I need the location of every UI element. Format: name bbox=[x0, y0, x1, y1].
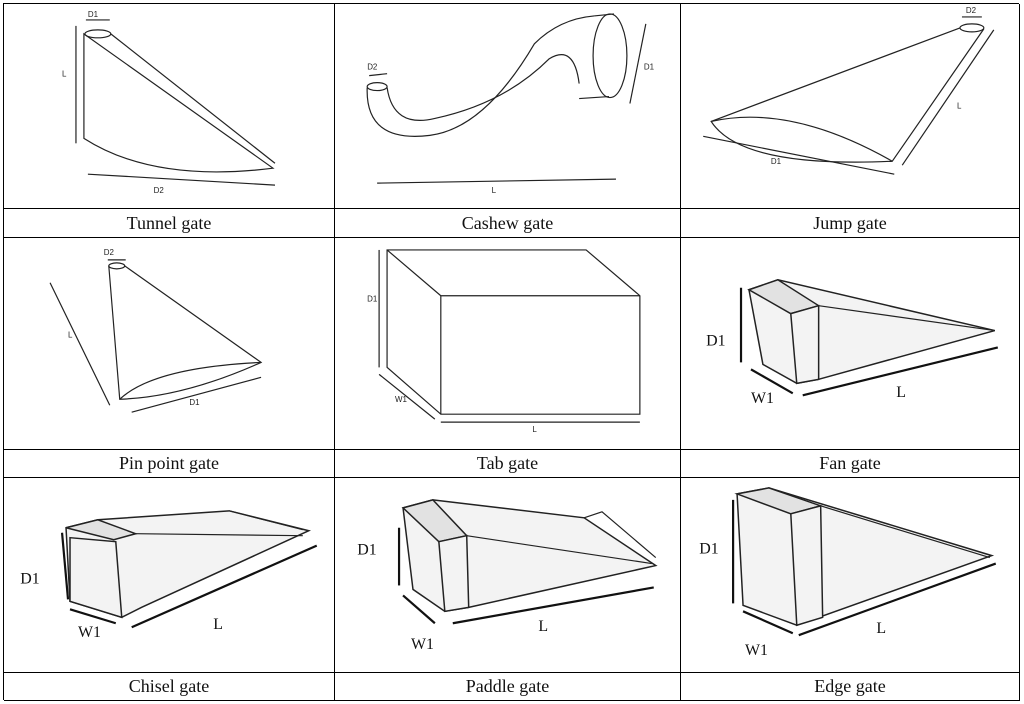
paddle-gate-figure: D1 W1 L bbox=[335, 478, 681, 673]
fan-gate-drawing: D1 W1 L bbox=[706, 278, 999, 407]
fan-w1-label: W1 bbox=[751, 390, 774, 407]
tab-gate-drawing: D1 W1 L bbox=[367, 249, 641, 434]
jump-l-label: L bbox=[957, 101, 962, 110]
edge-l-label: L bbox=[876, 620, 886, 637]
tunnel-gate-figure: D1 L D2 bbox=[4, 4, 335, 209]
cashew-d2-label: D2 bbox=[367, 63, 378, 72]
tab-gate-caption: Tab gate bbox=[335, 450, 681, 478]
paddle-l-label: L bbox=[538, 618, 548, 635]
cashew-gate-figure: D2 D1 L bbox=[335, 4, 681, 209]
paddle-gate-caption: Paddle gate bbox=[335, 673, 681, 701]
fan-d1-label: D1 bbox=[706, 332, 725, 349]
tunnel-gate-drawing: D1 L D2 bbox=[62, 10, 276, 195]
pin-point-gate-caption: Pin point gate bbox=[4, 450, 335, 478]
pin-point-d2-label: D2 bbox=[104, 248, 115, 257]
tunnel-d1-label: D1 bbox=[88, 10, 99, 19]
jump-gate-drawing: D2 L D1 bbox=[703, 6, 995, 175]
jump-d1-label: D1 bbox=[771, 157, 782, 166]
paddle-w1-label: W1 bbox=[411, 636, 434, 653]
tunnel-d2-label: D2 bbox=[154, 186, 165, 195]
chisel-gate-figure: D1 W1 L bbox=[4, 478, 335, 673]
tunnel-gate-caption: Tunnel gate bbox=[4, 209, 335, 238]
edge-gate-drawing: D1 W1 L bbox=[699, 487, 997, 659]
cashew-gate-drawing: D2 D1 L bbox=[366, 13, 655, 195]
edge-gate-figure: D1 W1 L bbox=[681, 478, 1020, 673]
tab-l-label: L bbox=[532, 425, 537, 434]
chisel-gate-caption: Chisel gate bbox=[4, 673, 335, 701]
edge-gate-caption: Edge gate bbox=[681, 673, 1020, 701]
gate-types-table: D1 L D2 D2 D1 L D2 L bbox=[3, 3, 1020, 701]
edge-w1-label: W1 bbox=[745, 642, 768, 659]
chisel-d1-label: D1 bbox=[20, 570, 39, 587]
pin-point-l-label: L bbox=[68, 331, 73, 340]
jump-d2-label: D2 bbox=[966, 6, 977, 15]
jump-gate-caption: Jump gate bbox=[681, 209, 1020, 238]
fan-gate-caption: Fan gate bbox=[681, 450, 1020, 478]
chisel-w1-label: W1 bbox=[78, 624, 101, 641]
tunnel-l-label: L bbox=[62, 70, 67, 79]
fan-gate-figure: D1 W1 L bbox=[681, 238, 1020, 450]
pin-point-gate-figure: D2 L D1 bbox=[4, 238, 335, 450]
jump-gate-figure: D2 L D1 bbox=[681, 4, 1020, 209]
cashew-gate-caption: Cashew gate bbox=[335, 209, 681, 238]
tab-gate-figure: D1 W1 L bbox=[335, 238, 681, 450]
cashew-d1-label: D1 bbox=[644, 63, 655, 72]
fan-l-label: L bbox=[896, 384, 906, 401]
tab-w1-label: W1 bbox=[395, 395, 408, 404]
chisel-gate-drawing: D1 W1 L bbox=[20, 510, 318, 641]
cashew-l-label: L bbox=[492, 186, 497, 195]
pin-point-gate-drawing: D2 L D1 bbox=[49, 248, 263, 413]
edge-d1-label: D1 bbox=[699, 541, 718, 558]
paddle-gate-drawing: D1 W1 L bbox=[357, 499, 658, 653]
pin-point-d1-label: D1 bbox=[189, 398, 200, 407]
chisel-l-label: L bbox=[213, 616, 223, 633]
paddle-d1-label: D1 bbox=[357, 542, 376, 559]
tab-d1-label: D1 bbox=[367, 295, 378, 304]
